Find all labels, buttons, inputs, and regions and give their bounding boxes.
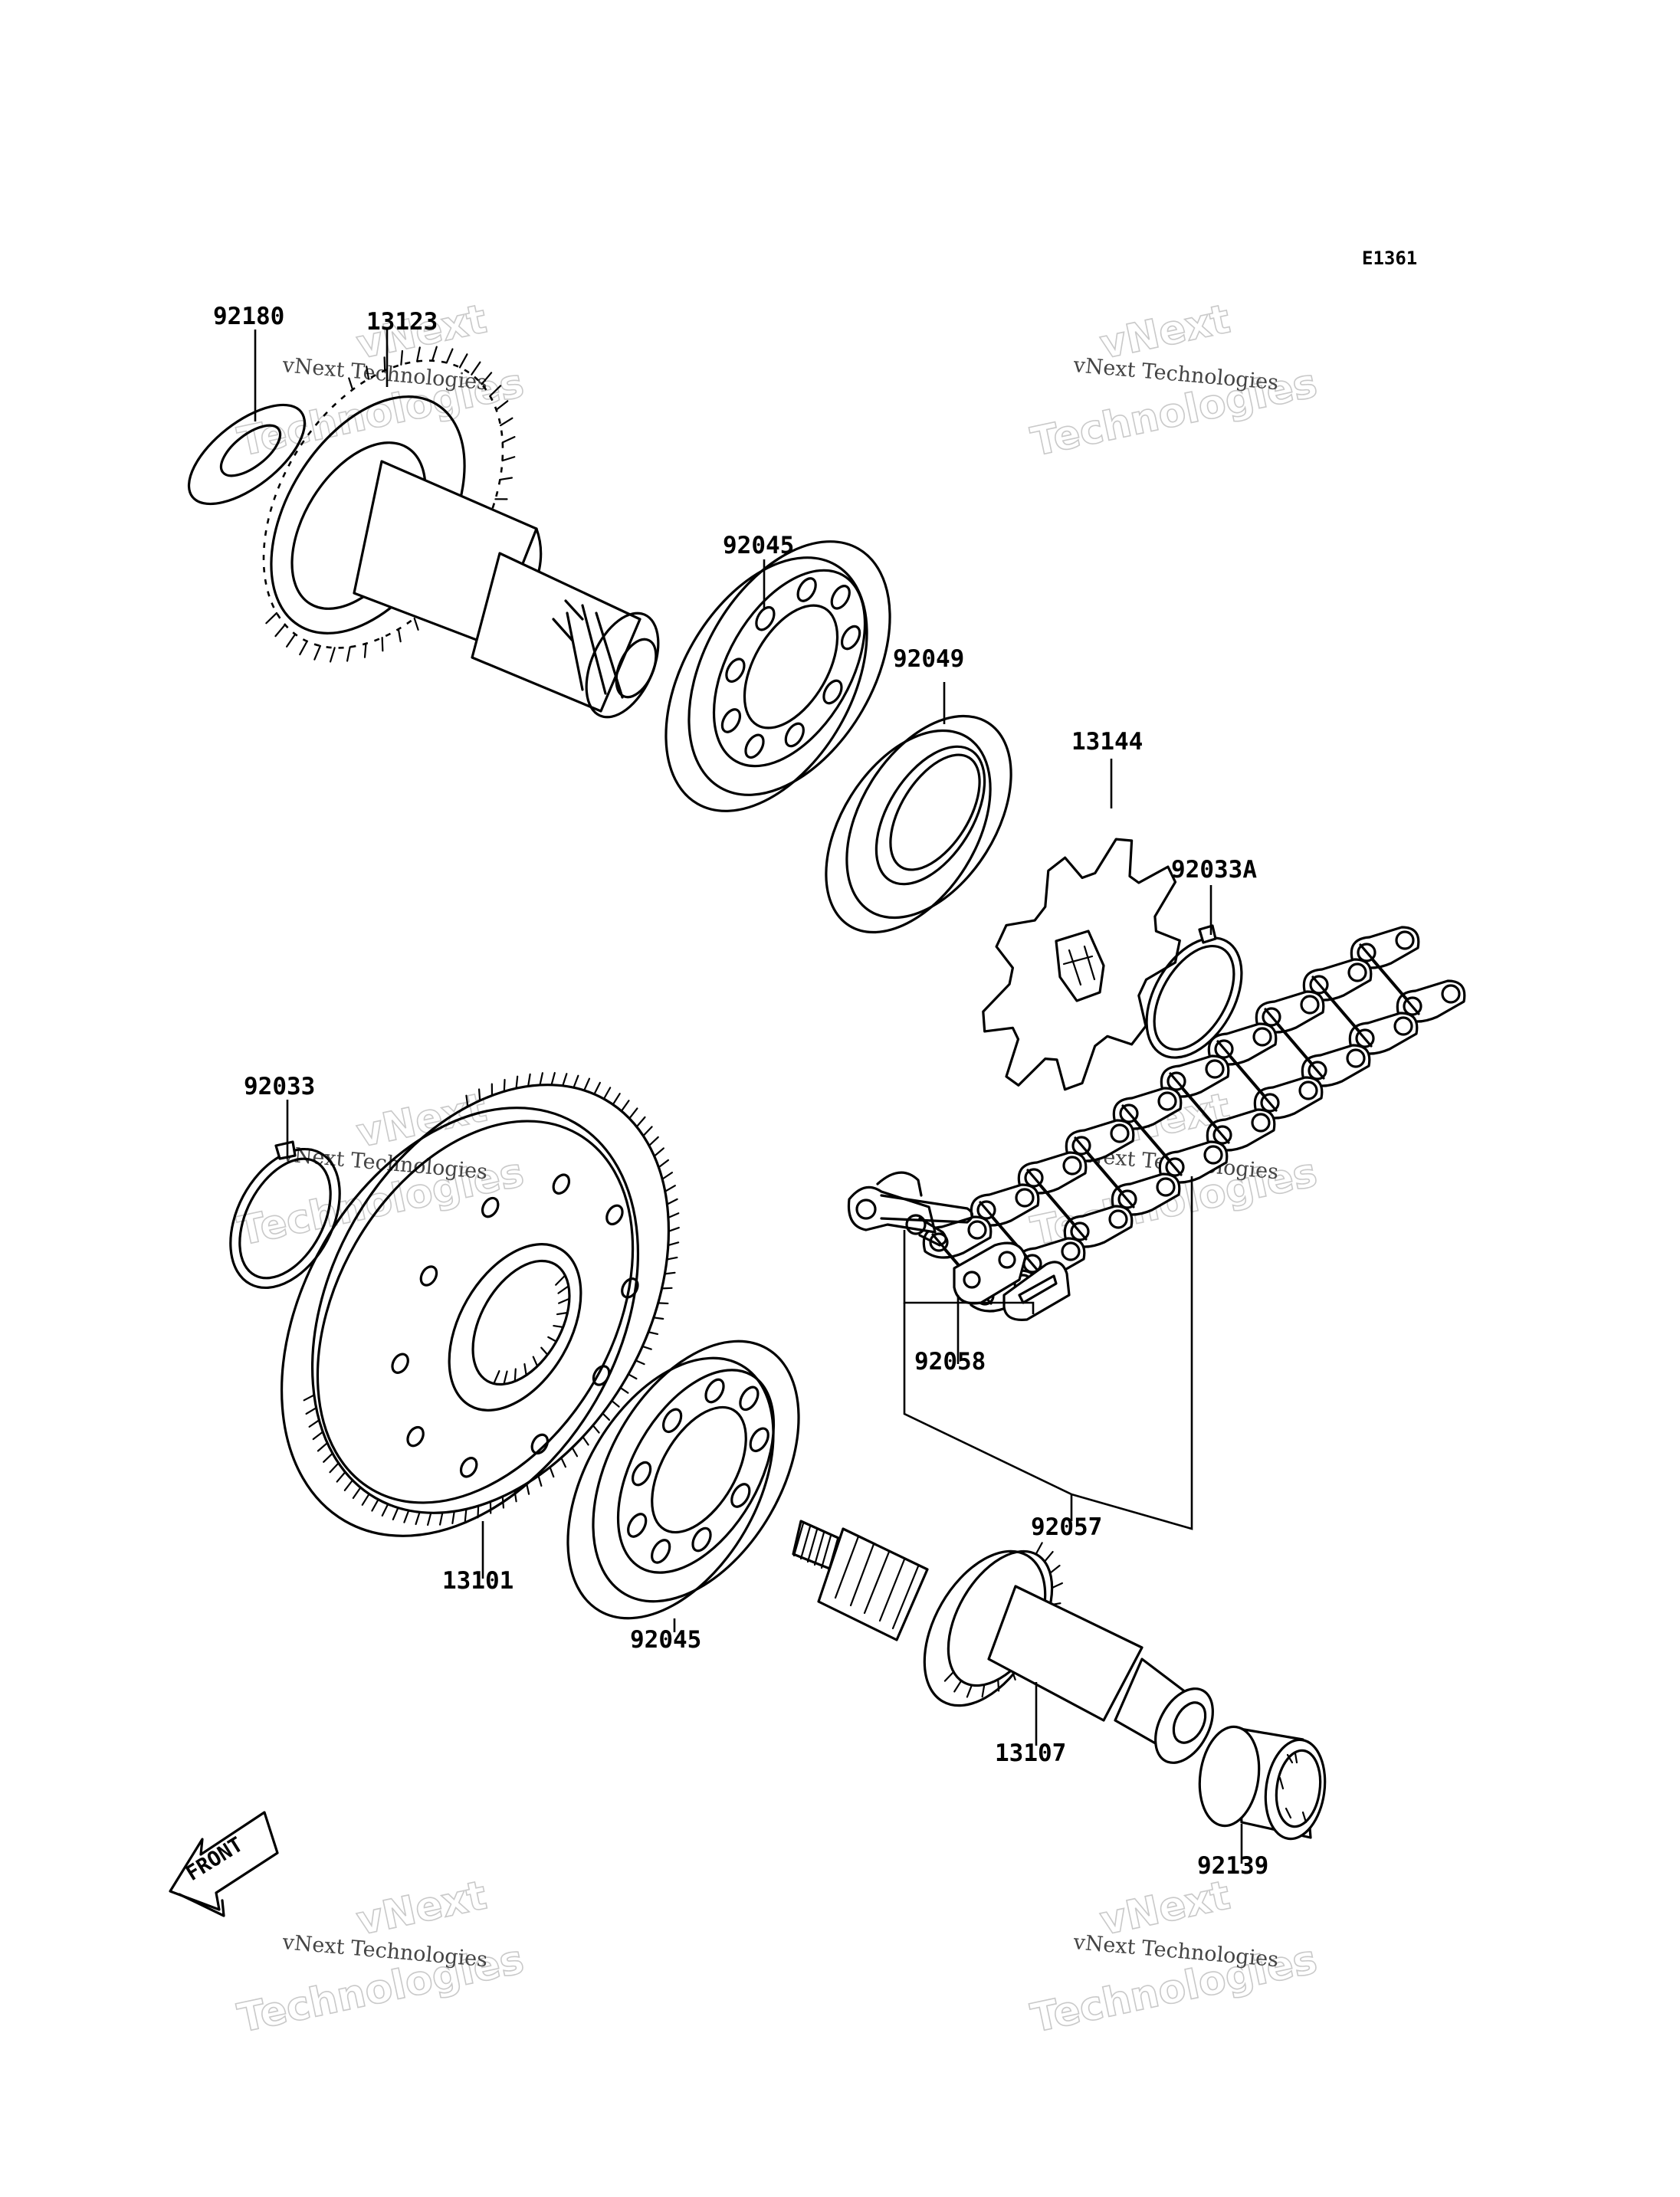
label-92139: 92139 — [1197, 1852, 1268, 1880]
watermark-top-right: vNext Technologies vNext Technologies — [1026, 296, 1321, 467]
part-92045-bearing-bottom — [566, 1340, 800, 1620]
part-92180-washer — [187, 403, 307, 506]
label-13101: 13101 — [442, 1567, 514, 1595]
part-13123-gear-shaft — [262, 346, 660, 719]
label-92045-top: 92045 — [723, 532, 794, 559]
part-labels: 92180 13123 92045 92049 13144 92033A 920… — [213, 303, 1268, 1880]
watermark-line1: vNext — [353, 1872, 491, 1944]
part-13107-output-shaft — [792, 1520, 1214, 1764]
label-92033A: 92033A — [1171, 856, 1257, 884]
watermark-bottom-left: vNext Technologies vNext Technologies — [233, 1872, 528, 2043]
front-arrow-icon: FRONT — [169, 1811, 279, 1917]
label-13144: 13144 — [1071, 728, 1143, 756]
part-92058-master-link — [847, 1171, 1071, 1321]
part-92057-chain — [922, 926, 1466, 1313]
part-92045-bearing-top — [664, 540, 891, 812]
label-13123: 13123 — [366, 308, 438, 336]
label-92049: 92049 — [893, 645, 964, 673]
label-13107: 13107 — [995, 1740, 1066, 1767]
part-13144-sprocket — [982, 838, 1181, 1091]
label-92058: 92058 — [914, 1348, 986, 1376]
part-13101-driven-gear — [280, 1071, 680, 1537]
label-92180: 92180 — [213, 303, 284, 330]
watermark-line1: vNext — [353, 1084, 491, 1156]
label-92057: 92057 — [1031, 1513, 1102, 1541]
part-92139-needle-bearing — [1198, 1725, 1327, 1841]
watermark-bottom-right: vNext Technologies vNext Technologies — [1026, 1872, 1321, 2043]
diagram-ref-code: E1361 — [1362, 248, 1417, 269]
label-92045-bottom: 92045 — [630, 1626, 701, 1654]
part-92049-oil-seal — [825, 714, 1012, 934]
label-92033: 92033 — [244, 1073, 315, 1100]
leader-lines — [254, 330, 1243, 1864]
